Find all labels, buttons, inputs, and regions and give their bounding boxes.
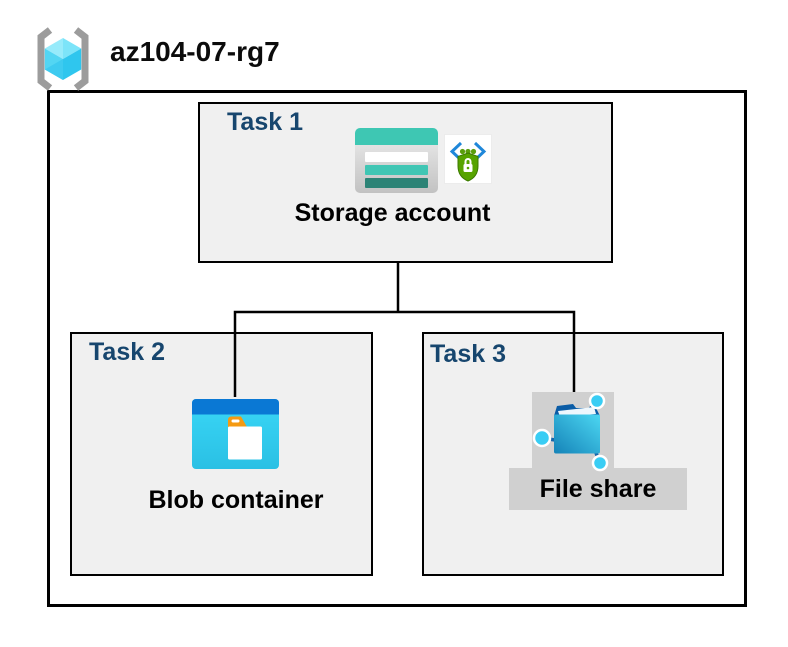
- blob-container-label: Blob container: [148, 486, 324, 514]
- task2-label: Task 2: [89, 338, 165, 366]
- blob-container-icon: [192, 399, 279, 469]
- task3-label: Task 3: [430, 340, 506, 368]
- shared-access-signature-icon: [444, 134, 492, 184]
- file-share-label: File share: [509, 468, 687, 510]
- resource-group-name: az104-07-rg7: [110, 36, 280, 67]
- file-share-icon: [532, 392, 609, 472]
- task1-label: Task 1: [227, 108, 303, 136]
- storage-account-icon: [355, 128, 438, 193]
- storage-account-label: Storage account: [294, 199, 491, 227]
- resource-group-icon: [37, 27, 89, 91]
